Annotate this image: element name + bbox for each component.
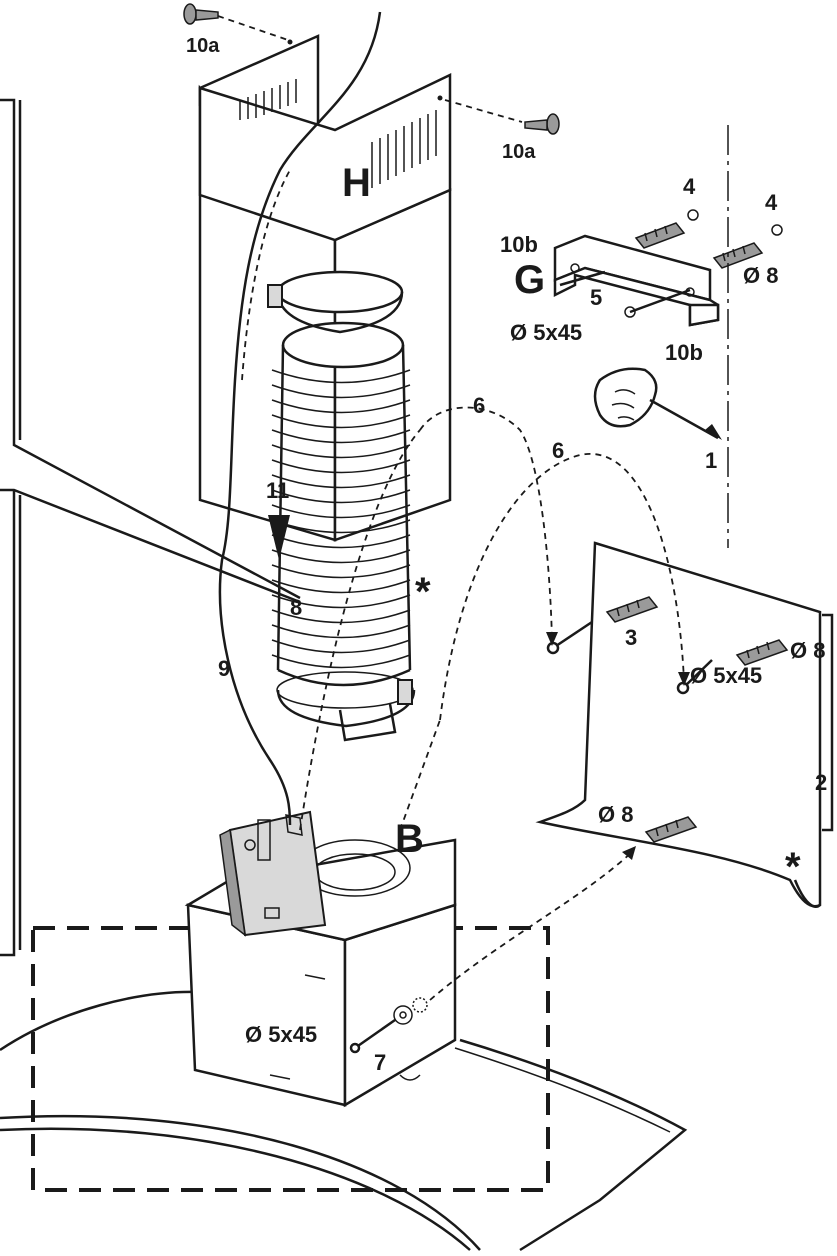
lower-clamp xyxy=(276,671,416,742)
label-washer-left: 4 xyxy=(683,174,696,199)
wall-plug-3 xyxy=(605,596,659,623)
upper-clamp xyxy=(267,270,404,334)
hook-line-a xyxy=(419,406,553,641)
label-2: 2 xyxy=(815,770,827,795)
label-6a: 6 xyxy=(473,393,485,418)
wall-plug-lower xyxy=(644,816,698,843)
vent-left xyxy=(239,79,297,120)
motor-body xyxy=(184,810,457,1108)
wall-section xyxy=(535,541,834,908)
label-9: 9 xyxy=(218,656,230,681)
wall-plug-bracket-left xyxy=(634,222,686,249)
label-10a-right: 10a xyxy=(502,141,536,163)
label-motor-screw-size: Ø 5x45 xyxy=(245,1022,317,1047)
label-10a-left: 10a xyxy=(186,35,220,57)
wall-bracket xyxy=(553,234,720,327)
label-washer-right: 4 xyxy=(765,190,778,215)
label-1: 1 xyxy=(705,448,717,473)
power-cable xyxy=(218,11,382,826)
label-7: 7 xyxy=(374,1050,386,1075)
label-bracket-screw-size: Ø 5x45 xyxy=(510,320,582,345)
label-8: 8 xyxy=(290,595,302,620)
wall-plug-panel xyxy=(735,639,789,666)
hand-marking-icon xyxy=(593,367,722,440)
label-b: B xyxy=(395,817,424,861)
label-lower-plug-size: Ø 8 xyxy=(598,802,633,827)
wall-plug-bracket-right xyxy=(712,242,764,269)
label-10b-right: 10b xyxy=(665,340,703,365)
label-10b-left: 10b xyxy=(500,232,538,257)
label-6b: 6 xyxy=(552,438,564,463)
washer-left-icon xyxy=(687,209,699,221)
label-11: 11 xyxy=(266,478,289,503)
clip-arrow-icon xyxy=(268,515,290,560)
screw-10a-right xyxy=(524,113,560,135)
vent-right xyxy=(371,110,437,188)
label-duct-asterisk: * xyxy=(415,570,431,614)
label-wall-asterisk: * xyxy=(785,845,801,889)
label-g: G xyxy=(514,258,545,302)
label-5: 5 xyxy=(590,285,602,310)
hood-canopy xyxy=(0,990,688,1252)
washer-right-icon xyxy=(771,224,783,236)
motor-screw-7 xyxy=(349,997,428,1054)
label-bracket-plug-size: Ø 8 xyxy=(743,263,778,288)
screw-10a-left xyxy=(183,3,219,25)
label-3: 3 xyxy=(625,625,637,650)
label-h: H xyxy=(342,161,371,205)
label-panel-screw-size: Ø 5x45 xyxy=(690,663,762,688)
label-panel-plug-size: Ø 8 xyxy=(790,638,825,663)
callout-frame xyxy=(0,98,301,957)
